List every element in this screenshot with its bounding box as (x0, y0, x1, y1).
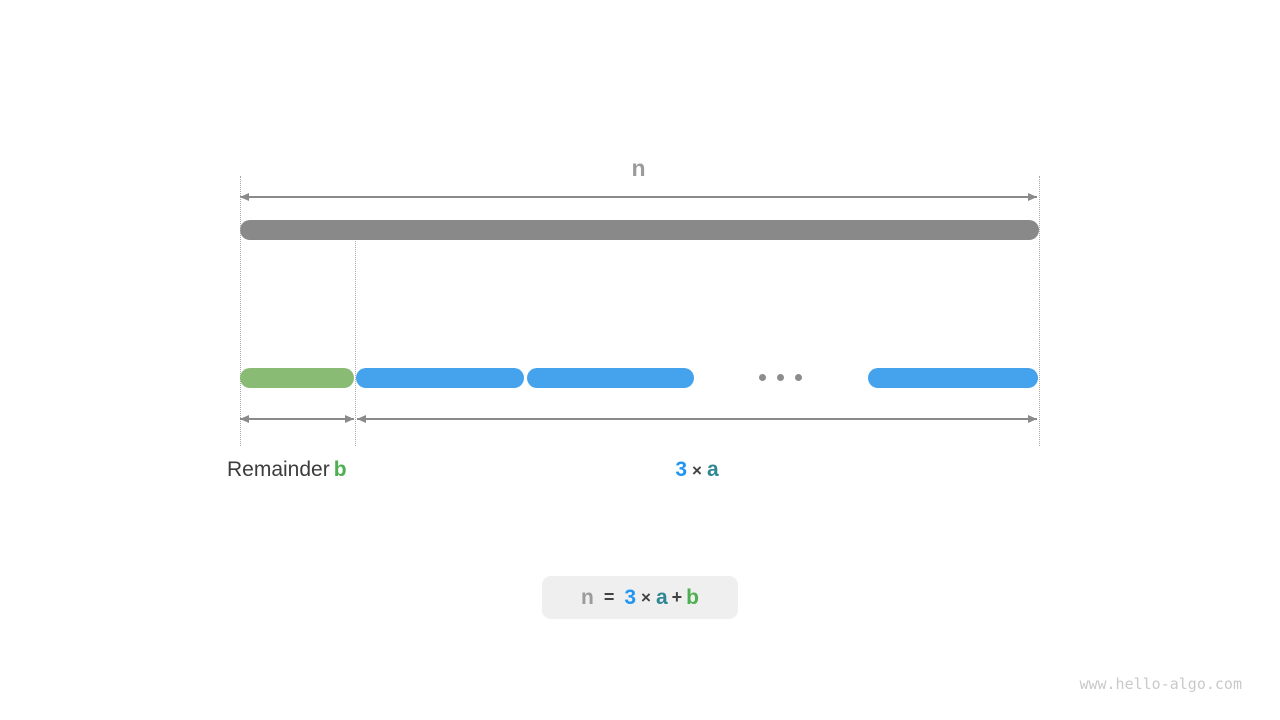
segment-bar-3 (868, 368, 1038, 388)
ellipsis-dot (777, 374, 784, 381)
watermark: www.hello-algo.com (1079, 675, 1242, 693)
ellipsis-dot (795, 374, 802, 381)
formula-plus-sign: + (671, 587, 683, 607)
remainder-bar (240, 368, 354, 388)
dotted-guideline-middle (355, 241, 356, 446)
product-variable: a (706, 458, 719, 481)
formula-lhs: n (581, 585, 594, 609)
ellipsis-dots (759, 374, 802, 381)
segment-bar-2 (527, 368, 694, 388)
remainder-width-arrow (240, 415, 354, 423)
formula-box: n = 3 × a + b (542, 576, 738, 619)
times-sign: × (692, 461, 702, 480)
total-length-arrow (240, 193, 1037, 201)
product-width-arrow (357, 415, 1037, 423)
formula-times-sign: × (641, 587, 651, 607)
product-coefficient: 3 (675, 458, 688, 481)
total-length-label: n (631, 155, 646, 181)
formula-coefficient: 3 (624, 585, 637, 609)
segment-bar-1 (356, 368, 524, 388)
ellipsis-dot (759, 374, 766, 381)
dotted-guideline-right (1039, 176, 1040, 446)
dotted-guideline-left (240, 176, 241, 446)
product-label: 3×a (357, 458, 1037, 482)
formula-variable-b: b (686, 585, 699, 609)
formula-equals-sign: = (603, 587, 615, 607)
total-bar (240, 220, 1039, 240)
formula-variable-a: a (655, 585, 668, 609)
remainder-variable: b (333, 458, 347, 481)
remainder-label-text: Remainder (227, 458, 330, 481)
